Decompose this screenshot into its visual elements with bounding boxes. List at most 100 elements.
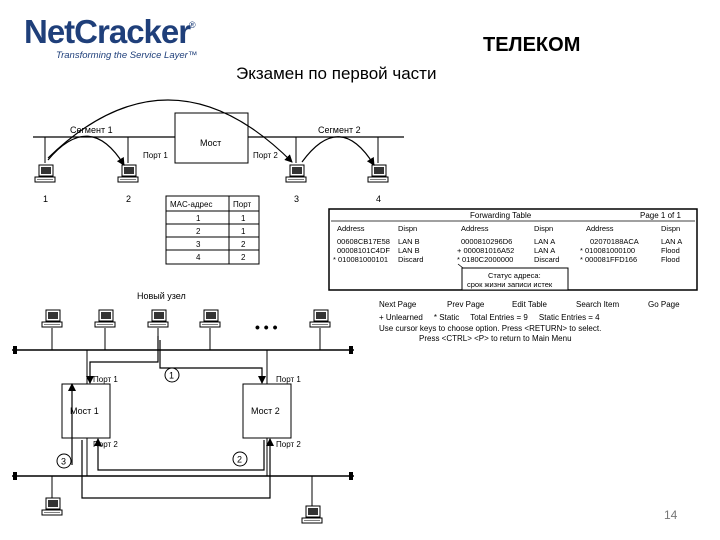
loop-arrow-back-to-bridge2 bbox=[81, 438, 274, 499]
logo-reg: ® bbox=[189, 20, 196, 30]
logo-name: NetCracker bbox=[24, 13, 191, 50]
bridge2-port1-label: Порт 1 bbox=[276, 375, 301, 384]
host-icon bbox=[309, 309, 331, 328]
logo-tagline: Transforming the Service Layer™ bbox=[56, 50, 198, 61]
fwd-cell: LAN B bbox=[398, 237, 420, 246]
step-2-marker bbox=[232, 451, 248, 467]
fwd-cell: LAN A bbox=[534, 246, 555, 255]
forwarding-table-page: Page 1 of 1 bbox=[640, 211, 681, 220]
port1-label: Порт 1 bbox=[143, 151, 168, 160]
port-cell: 1 bbox=[241, 214, 246, 223]
frame-arrow-1-2 bbox=[47, 135, 125, 166]
host-icon bbox=[41, 497, 63, 516]
host-icon bbox=[301, 505, 323, 524]
fwd-help-1: Use cursor keys to choose option. Press … bbox=[379, 324, 601, 333]
callout-line-1: Статус адреса: bbox=[488, 271, 541, 280]
col-header: Address bbox=[586, 224, 614, 233]
frame-arrow-1-3 bbox=[47, 99, 293, 163]
fwd-cell: 0000810296D6 bbox=[461, 237, 512, 246]
top-bridge-diagram: Сегмент 1 Сегмент 2 Мост Порт 1 Порт 2 1… bbox=[33, 99, 404, 265]
menu-search-item[interactable]: Search Item bbox=[576, 300, 619, 309]
loop-arrow-to-bridge2 bbox=[159, 340, 266, 384]
fwd-cell: * 0180C2000000 bbox=[457, 255, 513, 264]
fwd-cell: LAN A bbox=[661, 237, 682, 246]
menu-edit-table[interactable]: Edit Table bbox=[512, 300, 548, 309]
mac-table-header-mac: MAC-адрес bbox=[170, 200, 212, 209]
host-1-label: 1 bbox=[43, 194, 48, 204]
host-icon bbox=[41, 309, 63, 328]
col-header: Dispn bbox=[398, 224, 417, 233]
page-title: ТЕЛЕКОМ bbox=[483, 34, 581, 56]
fwd-cell: Flood bbox=[661, 246, 680, 255]
menu-go-page[interactable]: Go Page bbox=[648, 300, 680, 309]
new-node-label: Новый узел bbox=[137, 291, 186, 301]
bridge2-label: Мост 2 bbox=[251, 406, 280, 416]
frame-arrow-3-4 bbox=[301, 136, 375, 166]
port2-label: Порт 2 bbox=[253, 151, 278, 160]
more-hosts-dots: • • • bbox=[255, 319, 278, 335]
col-header: Address bbox=[337, 224, 365, 233]
fwd-cell: + 000081016A52 bbox=[457, 246, 514, 255]
menu-prev-page[interactable]: Prev Page bbox=[447, 300, 485, 309]
fwd-cell: LAN B bbox=[398, 246, 420, 255]
bridge1-port1-label: Порт 1 bbox=[93, 375, 118, 384]
port-cell: 2 bbox=[241, 240, 246, 249]
segment1-label: Сегмент 1 bbox=[70, 125, 113, 135]
fwd-help-2: Press <CTRL> <P> to return to Main Menu bbox=[419, 334, 572, 343]
fwd-cell: Discard bbox=[534, 255, 559, 264]
bridge-label: Мост bbox=[200, 138, 221, 148]
col-header: Dispn bbox=[534, 224, 553, 233]
fwd-cell: 00008101C4DF bbox=[337, 246, 390, 255]
col-header: Address bbox=[461, 224, 489, 233]
fwd-cell: 00608CB17E58 bbox=[337, 237, 390, 246]
mac-table-header-port: Порт bbox=[233, 200, 251, 209]
host-icon bbox=[94, 309, 116, 328]
page-number: 14 bbox=[664, 508, 678, 522]
bridge1-box bbox=[61, 383, 111, 439]
menu-next-page[interactable]: Next Page bbox=[379, 300, 417, 309]
step-3-label: 3 bbox=[61, 457, 66, 467]
bridge1-label: Мост 1 bbox=[70, 406, 99, 416]
host-4-label: 4 bbox=[376, 194, 381, 204]
host-2-icon bbox=[117, 164, 139, 183]
mac-table: MAC-адрес Порт 1 1 2 1 3 2 4 2 bbox=[165, 195, 260, 265]
col-header: Dispn bbox=[661, 224, 680, 233]
mac-cell: 4 bbox=[196, 253, 201, 262]
bridge1-port2-label: Порт 2 bbox=[93, 440, 118, 449]
host-1-icon bbox=[34, 164, 56, 183]
bottom-loop-diagram: Новый узел • • • Мост 1 Мост 2 Порт 1 По… bbox=[12, 291, 354, 524]
host-2-label: 2 bbox=[126, 194, 131, 204]
step-1-label: 1 bbox=[169, 371, 174, 381]
forwarding-table-title: Forwarding Table bbox=[470, 211, 532, 220]
fwd-cell: * 010081000100 bbox=[580, 246, 635, 255]
host-3-icon bbox=[285, 164, 307, 183]
bridge2-box bbox=[242, 383, 292, 439]
fwd-cell: Discard bbox=[398, 255, 423, 264]
step-1-marker bbox=[164, 367, 180, 383]
host-3-label: 3 bbox=[294, 194, 299, 204]
bridge-box bbox=[174, 112, 249, 164]
status-callout bbox=[461, 267, 569, 291]
loop-arrow-back-to-bridge1 bbox=[94, 438, 265, 471]
step-3-marker bbox=[56, 453, 72, 469]
loop-arrow-to-bridge1 bbox=[86, 336, 159, 384]
new-node-icon bbox=[147, 309, 169, 328]
host-icon bbox=[199, 309, 221, 328]
netcracker-logo: NetCracker ® Transforming the Service La… bbox=[24, 14, 204, 64]
mac-cell: 3 bbox=[196, 240, 201, 249]
fwd-cell: LAN A bbox=[534, 237, 555, 246]
port-cell: 2 bbox=[241, 253, 246, 262]
segment2-label: Сегмент 2 bbox=[318, 125, 361, 135]
mac-cell: 2 bbox=[196, 227, 201, 236]
step-2-label: 2 bbox=[237, 455, 242, 465]
fwd-legend: + Unlearned * Static Total Entries = 9 S… bbox=[379, 313, 600, 322]
fwd-cell: Flood bbox=[661, 255, 680, 264]
port-cell: 1 bbox=[241, 227, 246, 236]
callout-line-2: срок жизни записи истек bbox=[467, 280, 553, 289]
fwd-cell: 02070188ACA bbox=[590, 237, 639, 246]
mac-cell: 1 bbox=[196, 214, 201, 223]
page-subtitle: Экзамен по первой части bbox=[236, 64, 437, 83]
host-4-icon bbox=[367, 164, 389, 183]
forwarding-table-screen: Forwarding Table Page 1 of 1 Address Dis… bbox=[328, 208, 698, 343]
